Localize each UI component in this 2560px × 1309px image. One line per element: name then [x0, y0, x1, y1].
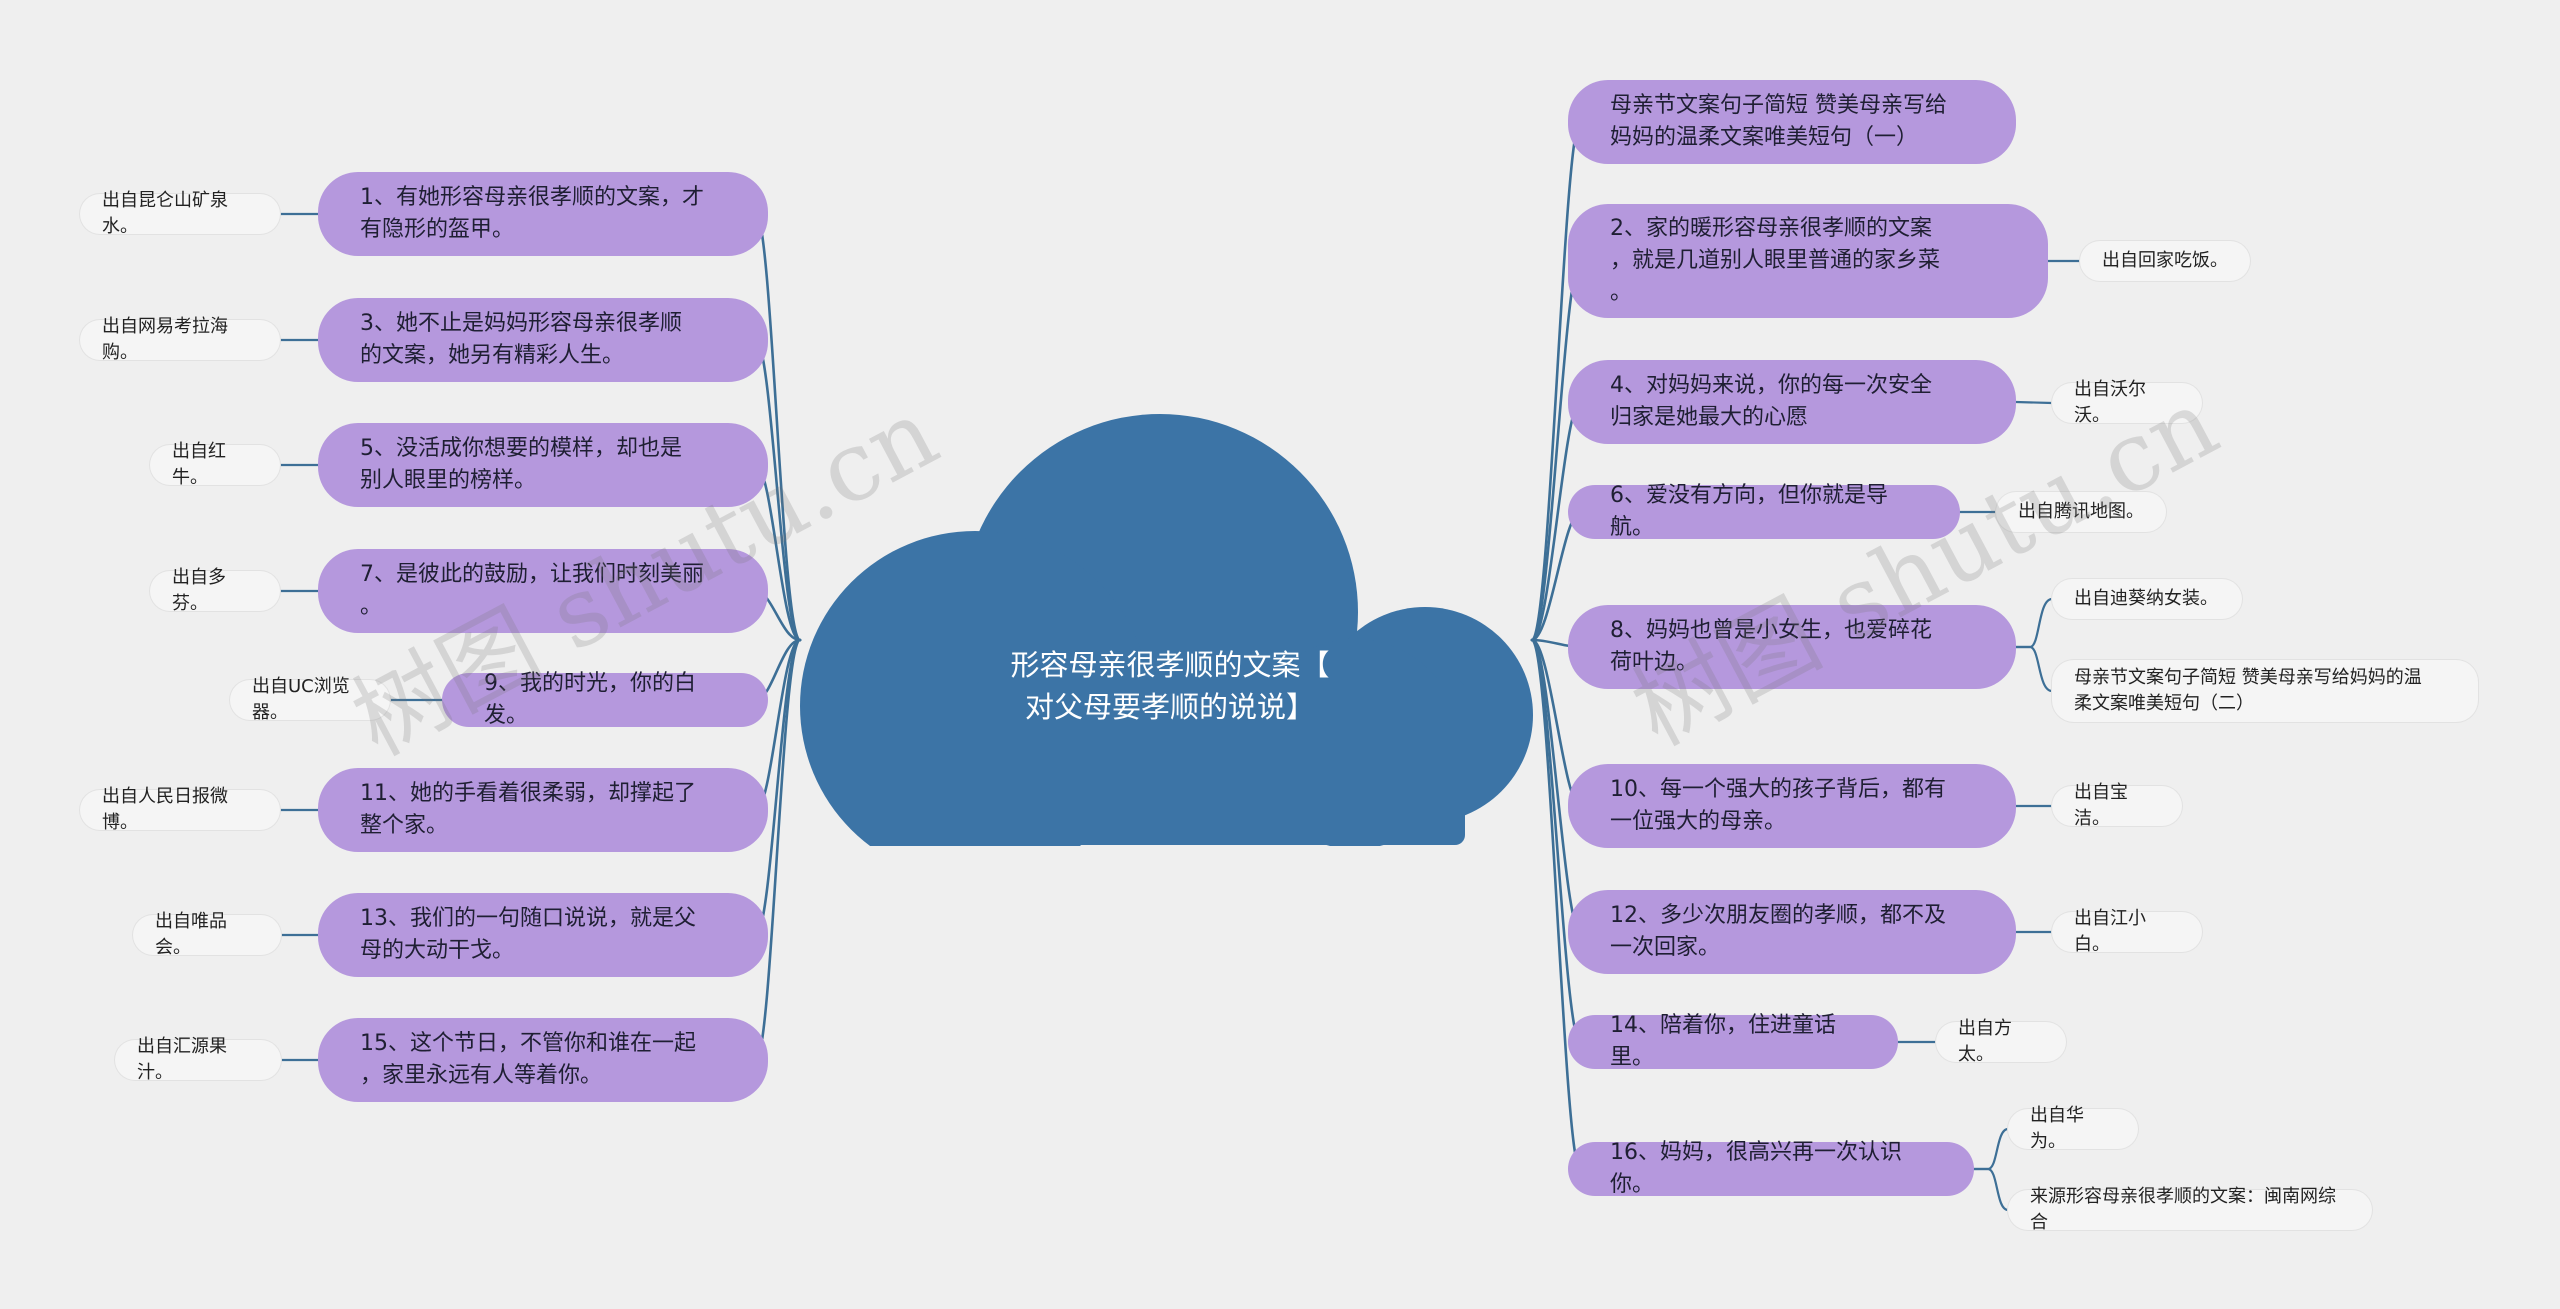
leaf-right-9-2[interactable]: 来源形容母亲很孝顺的文案：闽南网综合 — [2008, 1186, 2372, 1233]
leaf-left-7[interactable]: 出自唯品会。 — [133, 911, 281, 958]
branch-right-6[interactable]: 10、每一个强大的孩子背后，都有 一位强大的母亲。 — [1568, 764, 2016, 848]
central-topic[interactable]: 形容母亲很孝顺的文案【 对父母要孝顺的说说】 — [1010, 648, 1330, 724]
leaf-left-4[interactable]: 出自多芬。 — [150, 567, 280, 614]
leaf-right-5-1[interactable]: 出自迪葵纳女装。 — [2052, 579, 2242, 619]
leaf-left-1[interactable]: 出自昆仑山矿泉水。 — [80, 190, 280, 237]
edge-right-1 — [1530, 120, 1582, 642]
branch-right-2[interactable]: 2、家的暖形容母亲很孝顺的文案 ，就是几道别人眼里普通的家乡菜 。 — [1568, 204, 2048, 318]
leaf-right-5-2[interactable]: 母亲节文案句子简短 赞美母亲写给妈妈的温 柔文案唯美短句（二） — [2052, 660, 2478, 722]
leaf-left-2[interactable]: 出自网易考拉海购。 — [80, 316, 280, 363]
leaf-left-3[interactable]: 出自红牛。 — [150, 441, 280, 488]
branch-right-5[interactable]: 8、妈妈也曾是小女生，也爱碎花 荷叶边。 — [1568, 605, 2016, 689]
branch-right-9[interactable]: 16、妈妈，很高兴再一次认识你。 — [1568, 1140, 1974, 1197]
leaf-right-6-1[interactable]: 出自宝洁。 — [2052, 782, 2182, 829]
edge-right-leaf-3 — [2014, 400, 2054, 405]
branch-left-8[interactable]: 15、这个节日，不管你和谁在一起 ，家里永远有人等着你。 — [318, 1018, 768, 1102]
branch-left-2[interactable]: 3、她不止是妈妈形容母亲很孝顺 的文案，她另有精彩人生。 — [318, 298, 768, 382]
leaf-right-8-1[interactable]: 出自方太。 — [1936, 1018, 2066, 1065]
leaf-left-5[interactable]: 出自UC浏览器。 — [230, 676, 390, 723]
branch-left-4[interactable]: 7、是彼此的鼓励，让我们时刻美丽 。 — [318, 549, 768, 633]
branch-left-6[interactable]: 11、她的手看着很柔弱，却撑起了 整个家。 — [318, 768, 768, 852]
leaf-right-2-1[interactable]: 出自回家吃饭。 — [2080, 241, 2250, 281]
branch-left-7[interactable]: 13、我们的一句随口说说，就是父 母的大动干戈。 — [318, 893, 768, 977]
central-cloud — [780, 414, 1540, 966]
branch-left-1[interactable]: 1、有她形容母亲很孝顺的文案，才 有隐形的盔甲。 — [318, 172, 768, 256]
leaf-right-4-1[interactable]: 出自腾讯地图。 — [1996, 492, 2166, 532]
branch-right-7[interactable]: 12、多少次朋友圈的孝顺，都不及 一次回家。 — [1568, 890, 2016, 974]
leaf-left-6[interactable]: 出自人民日报微博。 — [80, 786, 280, 833]
leaf-right-3-1[interactable]: 出自沃尔沃。 — [2052, 379, 2202, 426]
edge-right-9 — [1530, 638, 1582, 1171]
branch-left-3[interactable]: 5、没活成你想要的模样，却也是 别人眼里的榜样。 — [318, 423, 768, 507]
leaf-right-7-1[interactable]: 出自江小白。 — [2052, 908, 2202, 955]
edge-right-leaf-5-1 — [2014, 597, 2054, 649]
branch-right-8[interactable]: 14、陪着你，住进童话里。 — [1568, 1013, 1898, 1070]
branch-right-3[interactable]: 4、对妈妈来说，你的每一次安全 归家是她最大的心愿 — [1568, 360, 2016, 444]
cloud-base-mask — [780, 846, 1540, 966]
cloud-part-4 — [975, 680, 1465, 845]
leaf-right-9-1[interactable]: 出自华为。 — [2008, 1105, 2138, 1152]
edge-right-leaf-9-1 — [1972, 1127, 2010, 1171]
branch-right-1[interactable]: 母亲节文案句子简短 赞美母亲写给 妈妈的温柔文案唯美短句（一） — [1568, 80, 2016, 164]
edge-right-leaf-9-2 — [1972, 1167, 2010, 1212]
branch-right-4[interactable]: 6、爱没有方向，但你就是导航。 — [1568, 483, 1960, 540]
leaf-left-8[interactable]: 出自汇源果汁。 — [115, 1036, 281, 1083]
edge-right-leaf-5-2 — [2014, 645, 2054, 693]
branch-left-5[interactable]: 9、我的时光，你的白发。 — [442, 671, 768, 728]
edge-right-8 — [1530, 638, 1582, 1044]
